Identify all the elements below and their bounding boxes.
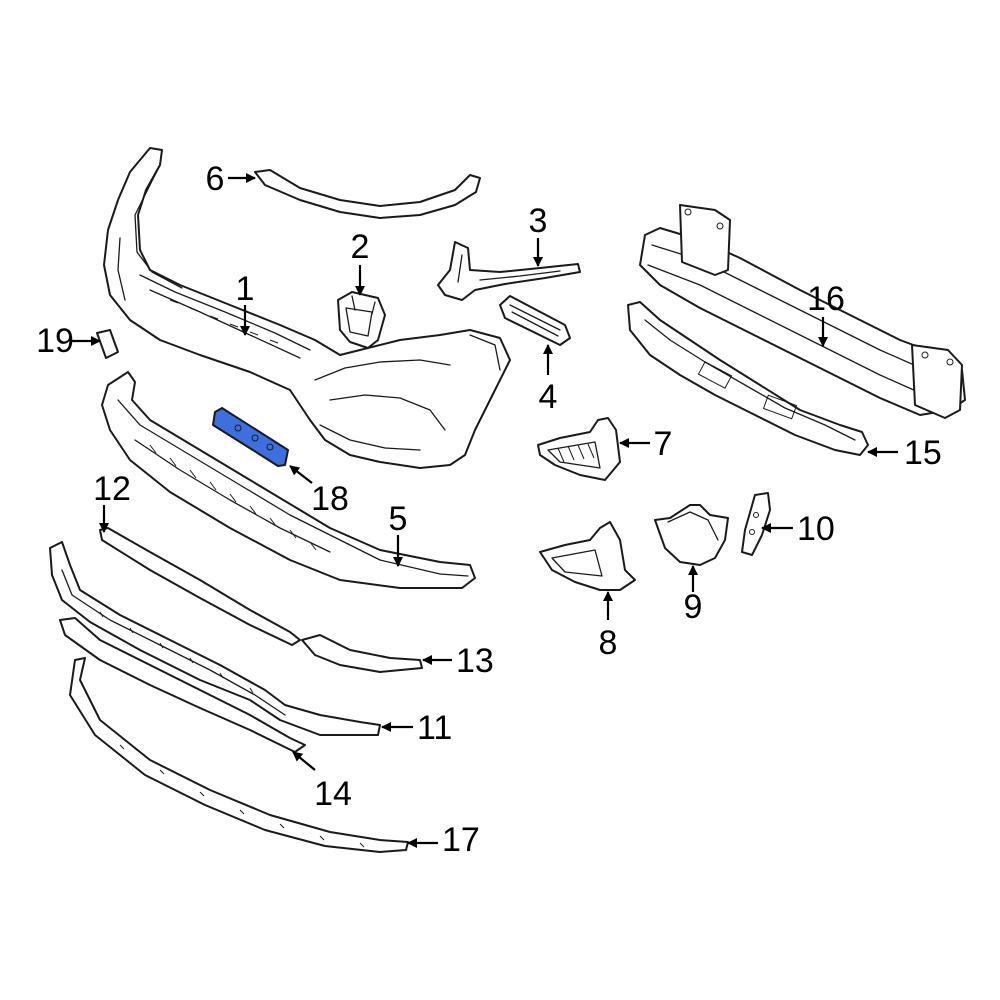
callout-4: 4 (539, 378, 558, 416)
part-7-fog-bezel[interactable] (537, 417, 621, 481)
callout-6: 6 (206, 160, 225, 198)
callout-2: 2 (351, 228, 370, 266)
callout-8: 8 (599, 624, 618, 662)
part-11-lower-spoiler[interactable] (49, 541, 381, 736)
callout-1: 1 (236, 270, 255, 308)
part-19-cap[interactable] (96, 329, 119, 359)
part-6-upper-trim[interactable] (254, 169, 481, 219)
callout-9: 9 (684, 588, 703, 626)
leader-18 (289, 465, 313, 484)
callout-12: 12 (93, 470, 131, 508)
part-10-side-bracket[interactable] (741, 492, 771, 556)
part-8-fog-bezel[interactable] (539, 521, 636, 591)
callout-3: 3 (529, 202, 548, 240)
callout-7: 7 (654, 425, 673, 463)
part-1-bumper-cover[interactable] (103, 147, 511, 469)
part-14-splitter[interactable] (59, 617, 306, 753)
callout-17: 17 (442, 821, 480, 859)
part-16-reinforcement-bar[interactable] (639, 204, 966, 419)
callout-14: 14 (314, 775, 352, 813)
part-9-air-duct[interactable] (654, 504, 729, 566)
callout-11: 11 (417, 709, 452, 747)
part-2-bracket[interactable] (337, 291, 386, 349)
part-3-support-bracket[interactable] (437, 241, 581, 301)
callout-13: 13 (456, 642, 494, 680)
callout-16: 16 (807, 280, 845, 318)
callout-10: 10 (797, 510, 835, 548)
part-5-lower-grille[interactable] (101, 371, 476, 589)
leader-14 (292, 751, 316, 771)
part-15-energy-absorber[interactable] (627, 301, 869, 456)
part-4-sensor-bracket[interactable] (499, 295, 571, 346)
callout-15: 15 (904, 434, 942, 472)
callout-numbers: 1 2 3 4 5 6 7 8 9 10 11 12 13 14 15 16 1… (36, 160, 942, 859)
part-12-molding-strip[interactable] (99, 527, 301, 646)
part-18-license-plate-bracket[interactable] (212, 407, 289, 467)
callout-5: 5 (389, 500, 408, 538)
callout-18: 18 (311, 480, 349, 518)
callout-leaders (72, 173, 898, 848)
callout-19: 19 (36, 322, 74, 360)
part-13-skid-trim[interactable] (301, 634, 423, 673)
